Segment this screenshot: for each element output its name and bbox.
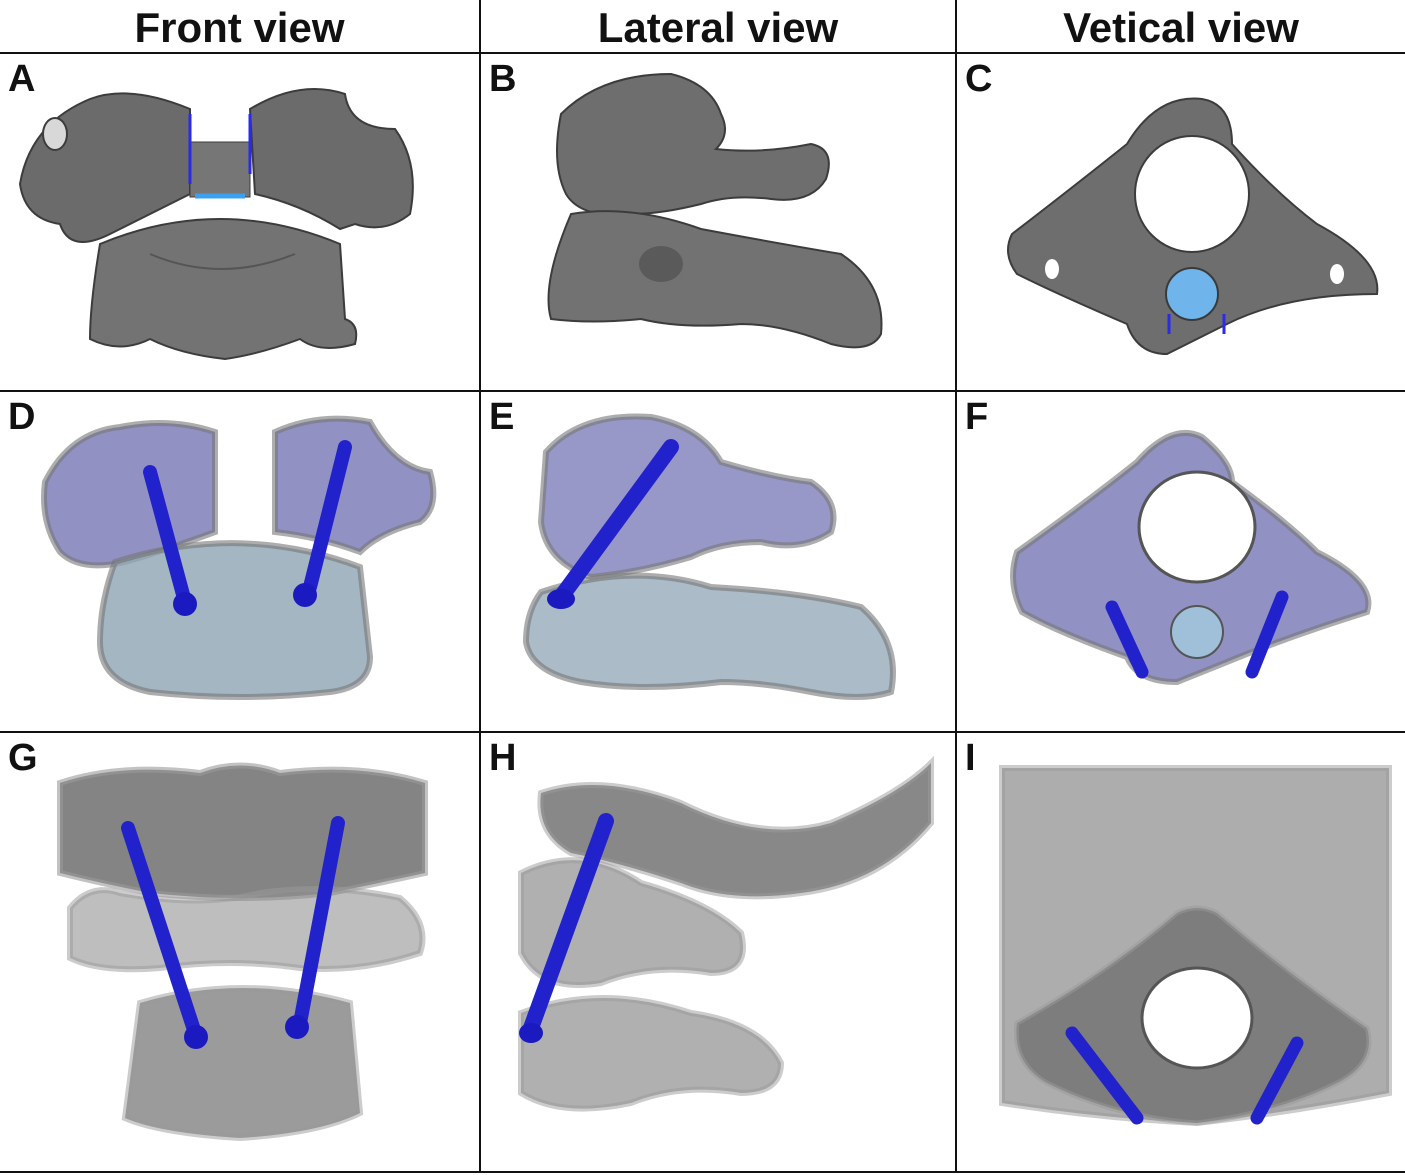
panel-c: C bbox=[957, 54, 1405, 390]
panel-d: D bbox=[0, 392, 479, 731]
header-vertical-view: Vetical view bbox=[1063, 4, 1299, 51]
grid-line-col2 bbox=[955, 0, 957, 1173]
panel-label-f: F bbox=[965, 396, 989, 438]
vertebra-lateral-transparent-screw bbox=[522, 413, 896, 700]
panel-label-b: B bbox=[489, 58, 517, 100]
vertebra-vertical-solid bbox=[1007, 97, 1379, 356]
vertebra-front-transparent-screws bbox=[41, 415, 437, 700]
vertebra-vertical-transparent-screws bbox=[1010, 429, 1372, 686]
cervical-front-transparent-screws bbox=[57, 762, 428, 1142]
panel-g: G bbox=[0, 733, 479, 1171]
panel-i: I bbox=[957, 733, 1405, 1171]
grid-line-top-header bbox=[0, 52, 1405, 54]
vertebra-front-solid bbox=[18, 88, 414, 361]
panel-label-c: C bbox=[965, 58, 993, 100]
header-front-view: Front view bbox=[134, 4, 345, 51]
cervical-vertical-transparent-screws bbox=[999, 765, 1392, 1127]
grid-line-row1 bbox=[0, 390, 1405, 392]
panel-label-g: G bbox=[8, 737, 38, 779]
cervical-lateral-transparent-screw bbox=[518, 755, 934, 1112]
grid-line-row2 bbox=[0, 731, 1405, 733]
panel-label-a: A bbox=[8, 58, 36, 100]
panel-a: A bbox=[0, 54, 479, 390]
panel-label-h: H bbox=[489, 737, 517, 779]
panel-h: H bbox=[481, 733, 955, 1171]
panel-label-i: I bbox=[965, 737, 976, 779]
vertebra-lateral-solid bbox=[547, 72, 883, 349]
panel-label-e: E bbox=[489, 396, 515, 438]
grid-line-col1 bbox=[479, 0, 481, 1173]
panel-label-d: D bbox=[8, 396, 36, 438]
panel-e: E bbox=[481, 392, 955, 731]
grid-line-bottom bbox=[0, 1171, 1405, 1173]
panel-f: F bbox=[957, 392, 1405, 731]
header-lateral-view: Lateral view bbox=[597, 4, 839, 51]
panel-b: B bbox=[481, 54, 955, 390]
